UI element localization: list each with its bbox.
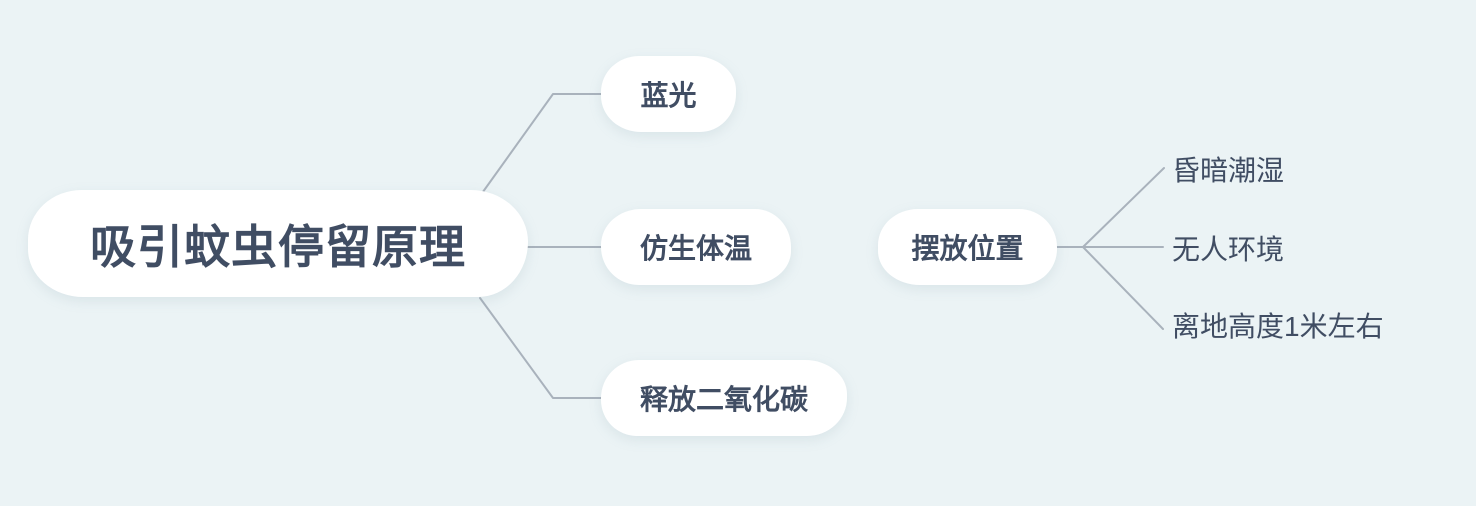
connector-topic-height: [1082, 246, 1164, 330]
node-child-height-above-ground[interactable]: 离地高度1米左右: [1172, 311, 1384, 342]
connector-topic-dim-damp: [1082, 167, 1165, 248]
connector-root-co2: [479, 297, 611, 399]
node-topic-placement-position[interactable]: 摆放位置: [878, 209, 1057, 285]
connector-root-blue-light: [479, 93, 611, 197]
node-child-dim-damp[interactable]: 昏暗潮湿: [1172, 155, 1285, 186]
node-child-unmanned-environment[interactable]: 无人环境: [1172, 234, 1285, 265]
node-branch-release-co2[interactable]: 释放二氧化碳: [601, 360, 847, 436]
node-branch-bionic-temperature[interactable]: 仿生体温: [601, 209, 791, 285]
node-root[interactable]: 吸引蚊虫停留原理: [28, 190, 528, 297]
node-branch-blue-light[interactable]: 蓝光: [601, 56, 736, 132]
